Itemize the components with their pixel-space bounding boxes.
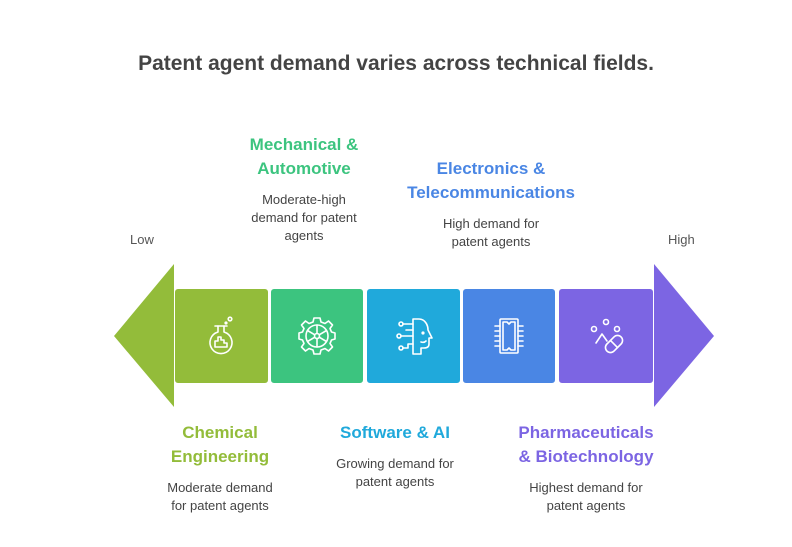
ai-head-icon [395, 318, 433, 355]
field-heading-line: Chemical [182, 423, 258, 442]
pill-molecule-icon [590, 318, 624, 354]
scale-high-label: High [668, 232, 695, 247]
page-title: Patent agent demand varies across techni… [138, 52, 654, 75]
field-description-line: Growing demand for [336, 456, 454, 471]
field-box-mechanical [271, 289, 363, 383]
microchip-icon [494, 318, 524, 354]
field-heading-line: & Biotechnology [518, 447, 654, 466]
field-label-software: Software & AI Growing demand for patent … [315, 421, 475, 491]
scale-low-label: Low [130, 232, 154, 247]
field-description-line: High demand for [442, 216, 540, 231]
field-label-electronics: Electronics & Telecommunications High de… [386, 157, 596, 251]
right-arrowhead [654, 264, 714, 407]
field-heading-line: Software & AI [340, 423, 450, 442]
field-heading-line: Mechanical & [249, 135, 359, 154]
field-label-mechanical: Mechanical & Automotive Moderate-high de… [224, 133, 384, 245]
field-box-electronics [463, 289, 555, 383]
field-description-line: patent agents [451, 234, 531, 249]
field-heading-line: Pharmaceuticals [518, 423, 654, 442]
field-heading-line: Telecommunications [407, 183, 575, 202]
field-label-chemical: Chemical Engineering Moderate demand for… [140, 421, 300, 515]
flask-icon [208, 316, 233, 355]
field-box-software [367, 289, 460, 383]
field-label-pharma: Pharmaceuticals & Biotechnology Highest … [496, 421, 676, 515]
field-description-line: Moderate-high [262, 192, 346, 207]
field-description-line: patent agents [546, 498, 626, 513]
field-box-chemical [175, 289, 268, 383]
field-box-pharma [559, 289, 653, 383]
field-description-line: demand for patent [251, 210, 357, 225]
field-description-line: patent agents [355, 474, 435, 489]
field-heading-line: Automotive [257, 159, 351, 178]
field-heading-line: Electronics & [436, 159, 546, 178]
field-heading-line: Engineering [170, 447, 270, 466]
field-description-line: agents [284, 228, 324, 243]
field-description-line: for patent agents [171, 498, 269, 513]
gear-icon [298, 317, 336, 355]
field-description-line: Moderate demand [167, 480, 273, 495]
left-arrowhead [114, 264, 174, 407]
field-description-line: Highest demand for [529, 480, 643, 495]
